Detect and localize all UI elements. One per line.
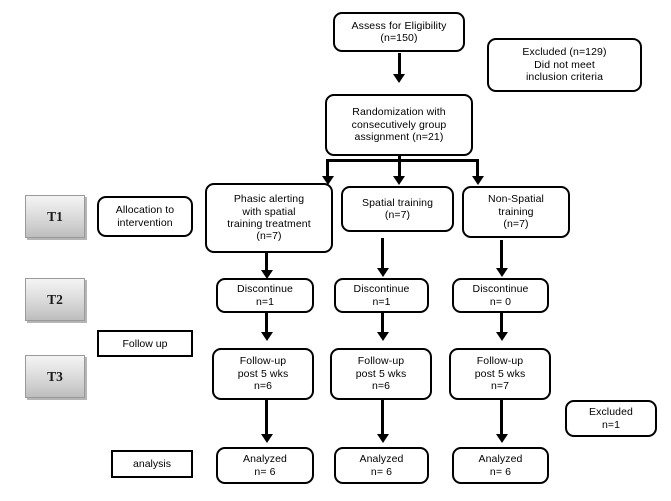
arrowhead-randomization-to-arm1 <box>321 176 334 185</box>
stage-label-analysis: analysis <box>111 450 193 478</box>
stage-label-text: Follow up <box>122 337 168 350</box>
node-followup-arm1: Follow-up post 5 wks n=6 <box>212 348 314 400</box>
timepoint-chip-t1: T1 <box>25 195 85 238</box>
arrowhead-randomization-to-arm3 <box>471 176 484 185</box>
node-line: n= 6 <box>370 465 393 478</box>
node-line: n=1 <box>255 295 275 308</box>
node-line: post 5 wks <box>237 367 289 380</box>
node-allocation-to-intervention: Allocation to intervention <box>97 196 193 237</box>
node-line: Follow-up <box>476 355 524 368</box>
node-line: n=6 <box>253 380 273 393</box>
node-line: Randomization with <box>352 106 446 119</box>
node-followup-arm3: Follow-up post 5 wks n=7 <box>449 348 551 400</box>
node-line: intervention <box>117 216 173 229</box>
arrowhead-fu3-to-an3 <box>495 434 508 443</box>
arrowhead-randomization-to-arm2 <box>393 176 405 185</box>
node-excluded-eligibility: Excluded (n=129) Did not meet inclusion … <box>487 38 642 92</box>
node-discontinue-arm1: Discontinue n=1 <box>216 278 314 313</box>
node-line: Follow-up <box>239 355 287 368</box>
stage-label-text: analysis <box>133 458 171 470</box>
node-line: Follow-up <box>357 355 405 368</box>
node-line: post 5 wks <box>474 367 526 380</box>
node-line: n= 6 <box>489 465 512 478</box>
arrowhead-assess-to-randomization <box>393 74 405 83</box>
node-line: assignment (n=21) <box>354 131 444 144</box>
node-line: inclusion criteria <box>525 71 604 84</box>
node-line: Allocation to <box>115 204 175 217</box>
node-assess-eligibility: Assess for Eligibility (n=150) <box>333 12 465 52</box>
node-line: n=1 <box>372 295 391 308</box>
node-line: (n=7) <box>256 230 282 243</box>
node-discontinue-arm2: Discontinue n=1 <box>334 278 429 313</box>
node-line: Did not meet <box>534 58 595 71</box>
node-analyzed-arm3: Analyzed n= 6 <box>452 447 549 484</box>
connector-arm2-to-disc2 <box>381 238 384 270</box>
node-arm-spatial-training: Spatial training (n=7) <box>341 186 454 232</box>
node-line: n=1 <box>601 418 621 431</box>
node-line: Discontinue <box>472 283 529 296</box>
node-line: Discontinue <box>353 283 410 296</box>
timepoint-chip-t2: T2 <box>25 278 85 321</box>
connector-randomization-to-arm3 <box>476 159 479 179</box>
arrowhead-arm3-to-disc3 <box>495 268 508 277</box>
node-line: Discontinue <box>237 283 293 296</box>
node-line: (n=7) <box>384 209 411 221</box>
connector-arm1-to-disc1 <box>265 253 268 273</box>
node-line: Analyzed <box>478 453 523 466</box>
connector-assess-to-randomization <box>397 53 401 77</box>
node-line: (n=7) <box>503 218 529 231</box>
node-line: n= 6 <box>254 465 276 478</box>
arrowhead-disc1-to-fu1 <box>260 332 273 341</box>
connector-disc2-to-fu2 <box>381 313 384 335</box>
node-line: (n=150) <box>380 32 418 44</box>
arrowhead-arm1-to-disc1 <box>260 270 273 279</box>
node-line: Excluded <box>589 406 633 419</box>
node-discontinue-arm3: Discontinue n= 0 <box>452 278 549 313</box>
connector-disc3-to-fu3 <box>500 313 503 335</box>
timepoint-label: T1 <box>47 208 63 224</box>
node-line: Analyzed <box>243 453 287 466</box>
timepoint-chip-t3: T3 <box>25 355 85 398</box>
node-line: with spatial <box>242 205 296 218</box>
stage-label-follow-up: Follow up <box>97 330 193 357</box>
node-followup-arm2: Follow-up post 5 wks n=6 <box>330 348 432 400</box>
node-arm-phasic-alerting: Phasic alerting with spatial training tr… <box>205 183 333 253</box>
node-line: Excluded (n=129) <box>522 46 607 59</box>
connector-arm3-to-disc3 <box>500 240 503 270</box>
node-line: training treatment <box>227 218 311 230</box>
timepoint-label: T2 <box>47 291 63 307</box>
node-line: n=6 <box>371 380 391 393</box>
node-line: consecutively group <box>351 118 447 131</box>
node-line: post 5 wks <box>355 367 407 380</box>
connector-disc1-to-fu1 <box>265 313 268 335</box>
timepoint-label: T3 <box>47 368 63 384</box>
connector-randomization-to-arm1 <box>326 159 329 179</box>
arrowhead-arm2-to-disc2 <box>376 268 389 277</box>
node-arm-non-spatial-training: Non-Spatial training (n=7) <box>462 186 570 238</box>
connector-fu3-to-an3 <box>500 400 503 438</box>
connector-randomization-to-arm2 <box>397 159 401 179</box>
arrowhead-fu1-to-an1 <box>260 434 273 443</box>
arrowhead-fu2-to-an2 <box>376 434 389 443</box>
node-line: Non-Spatial <box>488 193 544 206</box>
node-analyzed-arm1: Analyzed n= 6 <box>216 447 314 484</box>
node-line: Analyzed <box>359 453 404 466</box>
node-line: Assess for Eligibility <box>351 19 447 32</box>
node-analyzed-arm2: Analyzed n= 6 <box>334 447 429 484</box>
arrowhead-disc3-to-fu3 <box>495 332 508 341</box>
node-line: n=7 <box>490 380 510 393</box>
connector-fu2-to-an2 <box>381 400 384 438</box>
node-excluded-followup: Excluded n=1 <box>565 400 657 437</box>
node-line: training <box>498 205 534 218</box>
connector-fu1-to-an1 <box>265 400 268 438</box>
node-randomization: Randomization with consecutively group a… <box>325 94 473 156</box>
arrowhead-disc2-to-fu2 <box>376 332 389 341</box>
node-line: n= 0 <box>489 295 512 308</box>
node-line: Spatial training <box>361 196 434 209</box>
connector-randomization-bus <box>326 159 479 162</box>
node-line: Phasic alerting <box>233 193 305 206</box>
